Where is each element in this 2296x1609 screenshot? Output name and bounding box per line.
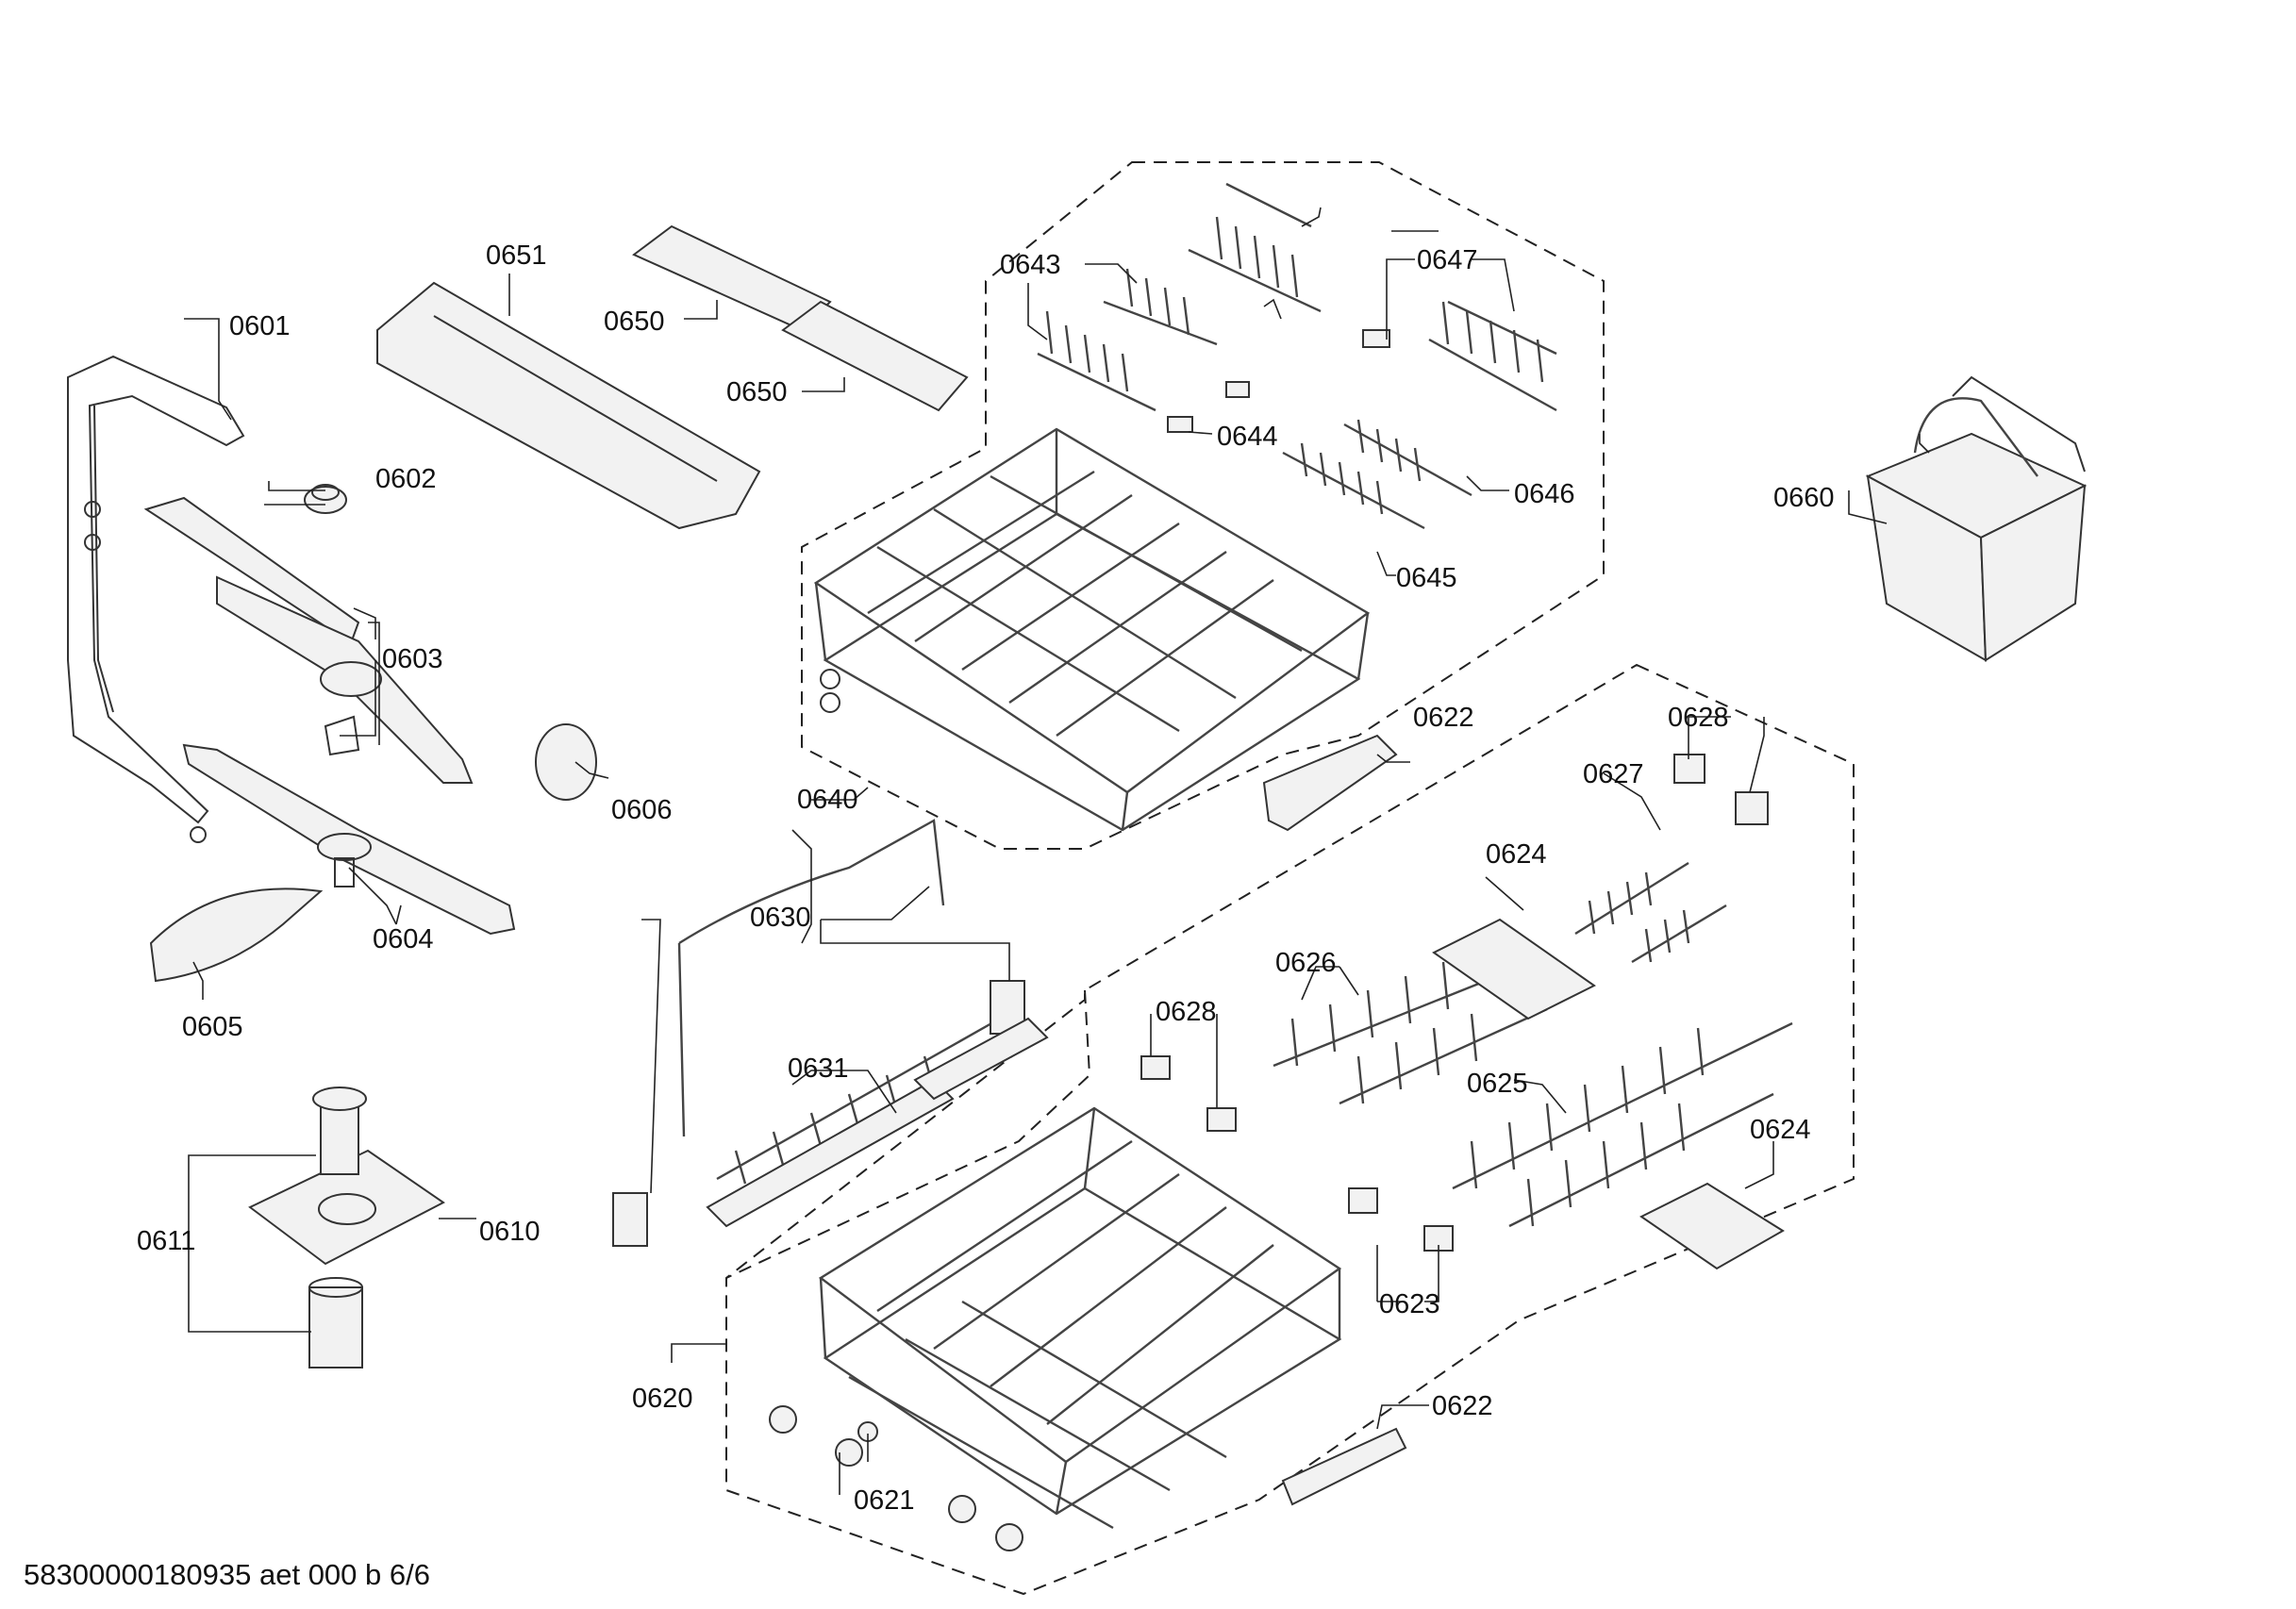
callout-0630: 0630 — [750, 903, 811, 933]
callout-0651: 0651 — [486, 241, 547, 271]
callout-0601: 0601 — [229, 311, 291, 341]
leader-lines — [184, 207, 1930, 1495]
callout-0603: 0603 — [382, 644, 443, 674]
callout-0640: 0640 — [797, 785, 858, 815]
callout-0647: 0647 — [1417, 245, 1478, 275]
callout-0602: 0602 — [375, 464, 437, 494]
handle-0622-lower — [1281, 1427, 1407, 1506]
callout-0627: 0627 — [1583, 759, 1644, 789]
callout-0650-lower: 0650 — [726, 377, 788, 407]
callout-0622-lower: 0622 — [1432, 1391, 1493, 1421]
callout-0606: 0606 — [611, 795, 673, 825]
spray-arm-cover-0605 — [149, 887, 324, 983]
cutlery-insert-0650-upper — [632, 224, 832, 332]
callout-0622-upper: 0622 — [1413, 703, 1474, 733]
callout-0645: 0645 — [1396, 563, 1457, 593]
callout-0604: 0604 — [373, 924, 434, 954]
filter-disc-0606 — [535, 723, 597, 801]
callout-0643: 0643 — [1000, 250, 1061, 280]
callout-0644: 0644 — [1217, 422, 1278, 452]
callout-0625: 0625 — [1467, 1069, 1528, 1099]
upper-basket-0640 — [813, 427, 1371, 832]
upper-basket-group-outline — [801, 161, 1605, 850]
callout-0646: 0646 — [1514, 479, 1575, 509]
callout-0620: 0620 — [632, 1384, 693, 1414]
lower-basket-0620 — [769, 1106, 1342, 1551]
handle-0622-upper — [1262, 734, 1398, 832]
cutlery-basket-0660 — [1865, 375, 2088, 662]
lower-accessory-group-outline — [725, 989, 1091, 1279]
callout-0623: 0623 — [1379, 1289, 1440, 1319]
document-id: 58300000180935 aet 000 b 6/6 — [24, 1558, 430, 1591]
micro-filter-0611 — [308, 1086, 367, 1368]
callout-0605: 0605 — [182, 1012, 243, 1042]
callout-labels: 0601 0602 0603 0604 0605 0606 0610 0611 … — [137, 241, 1835, 1516]
nozzle-0602 — [304, 484, 347, 514]
upper-spray-arm — [143, 496, 474, 784]
callout-0624-lower: 0624 — [1750, 1115, 1811, 1145]
cutlery-insert-0650-lower — [781, 300, 969, 412]
callout-0660: 0660 — [1773, 483, 1835, 513]
callout-0611: 0611 — [137, 1226, 195, 1256]
callout-0610: 0610 — [479, 1217, 541, 1247]
callout-0631: 0631 — [788, 1053, 849, 1084]
cutlery-tray-0651 — [376, 281, 761, 530]
callout-0624-upper: 0624 — [1486, 839, 1547, 870]
callout-0626: 0626 — [1275, 948, 1337, 978]
upper-racks-and-tines — [1037, 182, 1557, 530]
callout-0628-upper: 0628 — [1668, 703, 1729, 733]
callout-0650-upper: 0650 — [604, 307, 665, 337]
callout-0621: 0621 — [854, 1485, 915, 1516]
callout-0628-lower: 0628 — [1156, 997, 1217, 1027]
lower-racks-and-tines — [612, 754, 1793, 1270]
spray-supply-pipe — [67, 355, 245, 843]
